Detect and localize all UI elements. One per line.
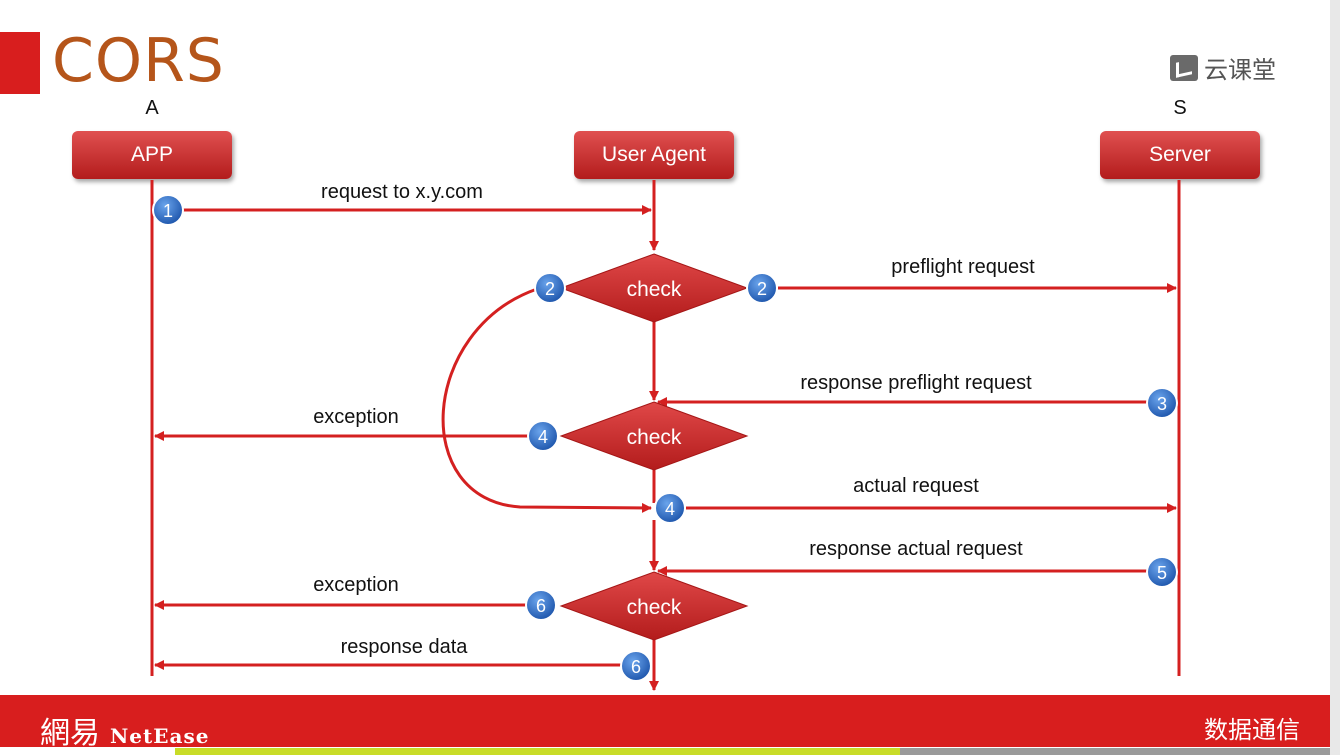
check-label: check (627, 426, 682, 449)
step-badge-2b: 2 (746, 272, 778, 304)
check-diamond-3: check (559, 571, 749, 641)
step-number: 6 (631, 657, 641, 677)
step-badge-1: 1 (152, 194, 184, 226)
step-number: 2 (545, 279, 555, 299)
progress-strip (175, 748, 900, 755)
label-response-actual: response actual request (809, 538, 1023, 560)
title-accent-bar (0, 32, 40, 94)
step-number: 4 (538, 427, 548, 447)
logo-text: 云课堂 (1204, 56, 1276, 84)
cloud-classroom-logo-icon (1170, 54, 1198, 81)
check-diamond-2: check (559, 401, 749, 471)
step-number: 2 (757, 279, 767, 299)
slide-title: CORS (52, 26, 225, 96)
label-preflight: preflight request (891, 256, 1035, 278)
step-badge-4b: 4 (654, 492, 686, 524)
label-response-data: response data (341, 636, 469, 658)
logo: 云课堂 (1170, 50, 1276, 85)
step-badge-2a: 2 (534, 272, 566, 304)
check-diamond-1: check (559, 253, 749, 323)
label-actual-request: actual request (853, 475, 979, 497)
step-badge-3: 3 (1146, 387, 1178, 419)
label-exception-2: exception (313, 574, 399, 596)
footer-bar (0, 695, 1330, 747)
step-number: 1 (163, 201, 173, 221)
progress-strip-remaining (900, 748, 1330, 755)
actor-server: Server (1100, 131, 1260, 179)
footer-brand: 網易 NetEase (40, 708, 209, 752)
label-response-preflight: response preflight request (800, 372, 1032, 394)
step-number: 3 (1157, 394, 1167, 414)
window-edge (1330, 0, 1340, 755)
label-exception-1: exception (313, 406, 399, 428)
step-number: 6 (536, 596, 546, 616)
footer-brand-en: NetEase (110, 724, 210, 748)
step-number: 4 (665, 499, 675, 519)
footer-brand-cn: 網易 (40, 716, 100, 751)
actor-letter-a: A (145, 97, 159, 119)
step-badge-6b: 6 (620, 650, 652, 682)
step-number: 5 (1157, 563, 1167, 583)
check-label: check (627, 278, 682, 301)
actor-letter-s: S (1173, 97, 1187, 119)
arrow-bypass-curve (441, 287, 652, 513)
step-badge-6a: 6 (525, 589, 557, 621)
step-badge-5: 5 (1146, 556, 1178, 588)
actor-user-agent: User Agent (574, 131, 734, 179)
actor-app: APP (72, 131, 232, 179)
step-badge-4a: 4 (527, 420, 559, 452)
check-label: check (627, 596, 682, 619)
label-request: request to x.y.com (321, 181, 483, 203)
footer-right-text: 数据通信 (1204, 716, 1300, 744)
